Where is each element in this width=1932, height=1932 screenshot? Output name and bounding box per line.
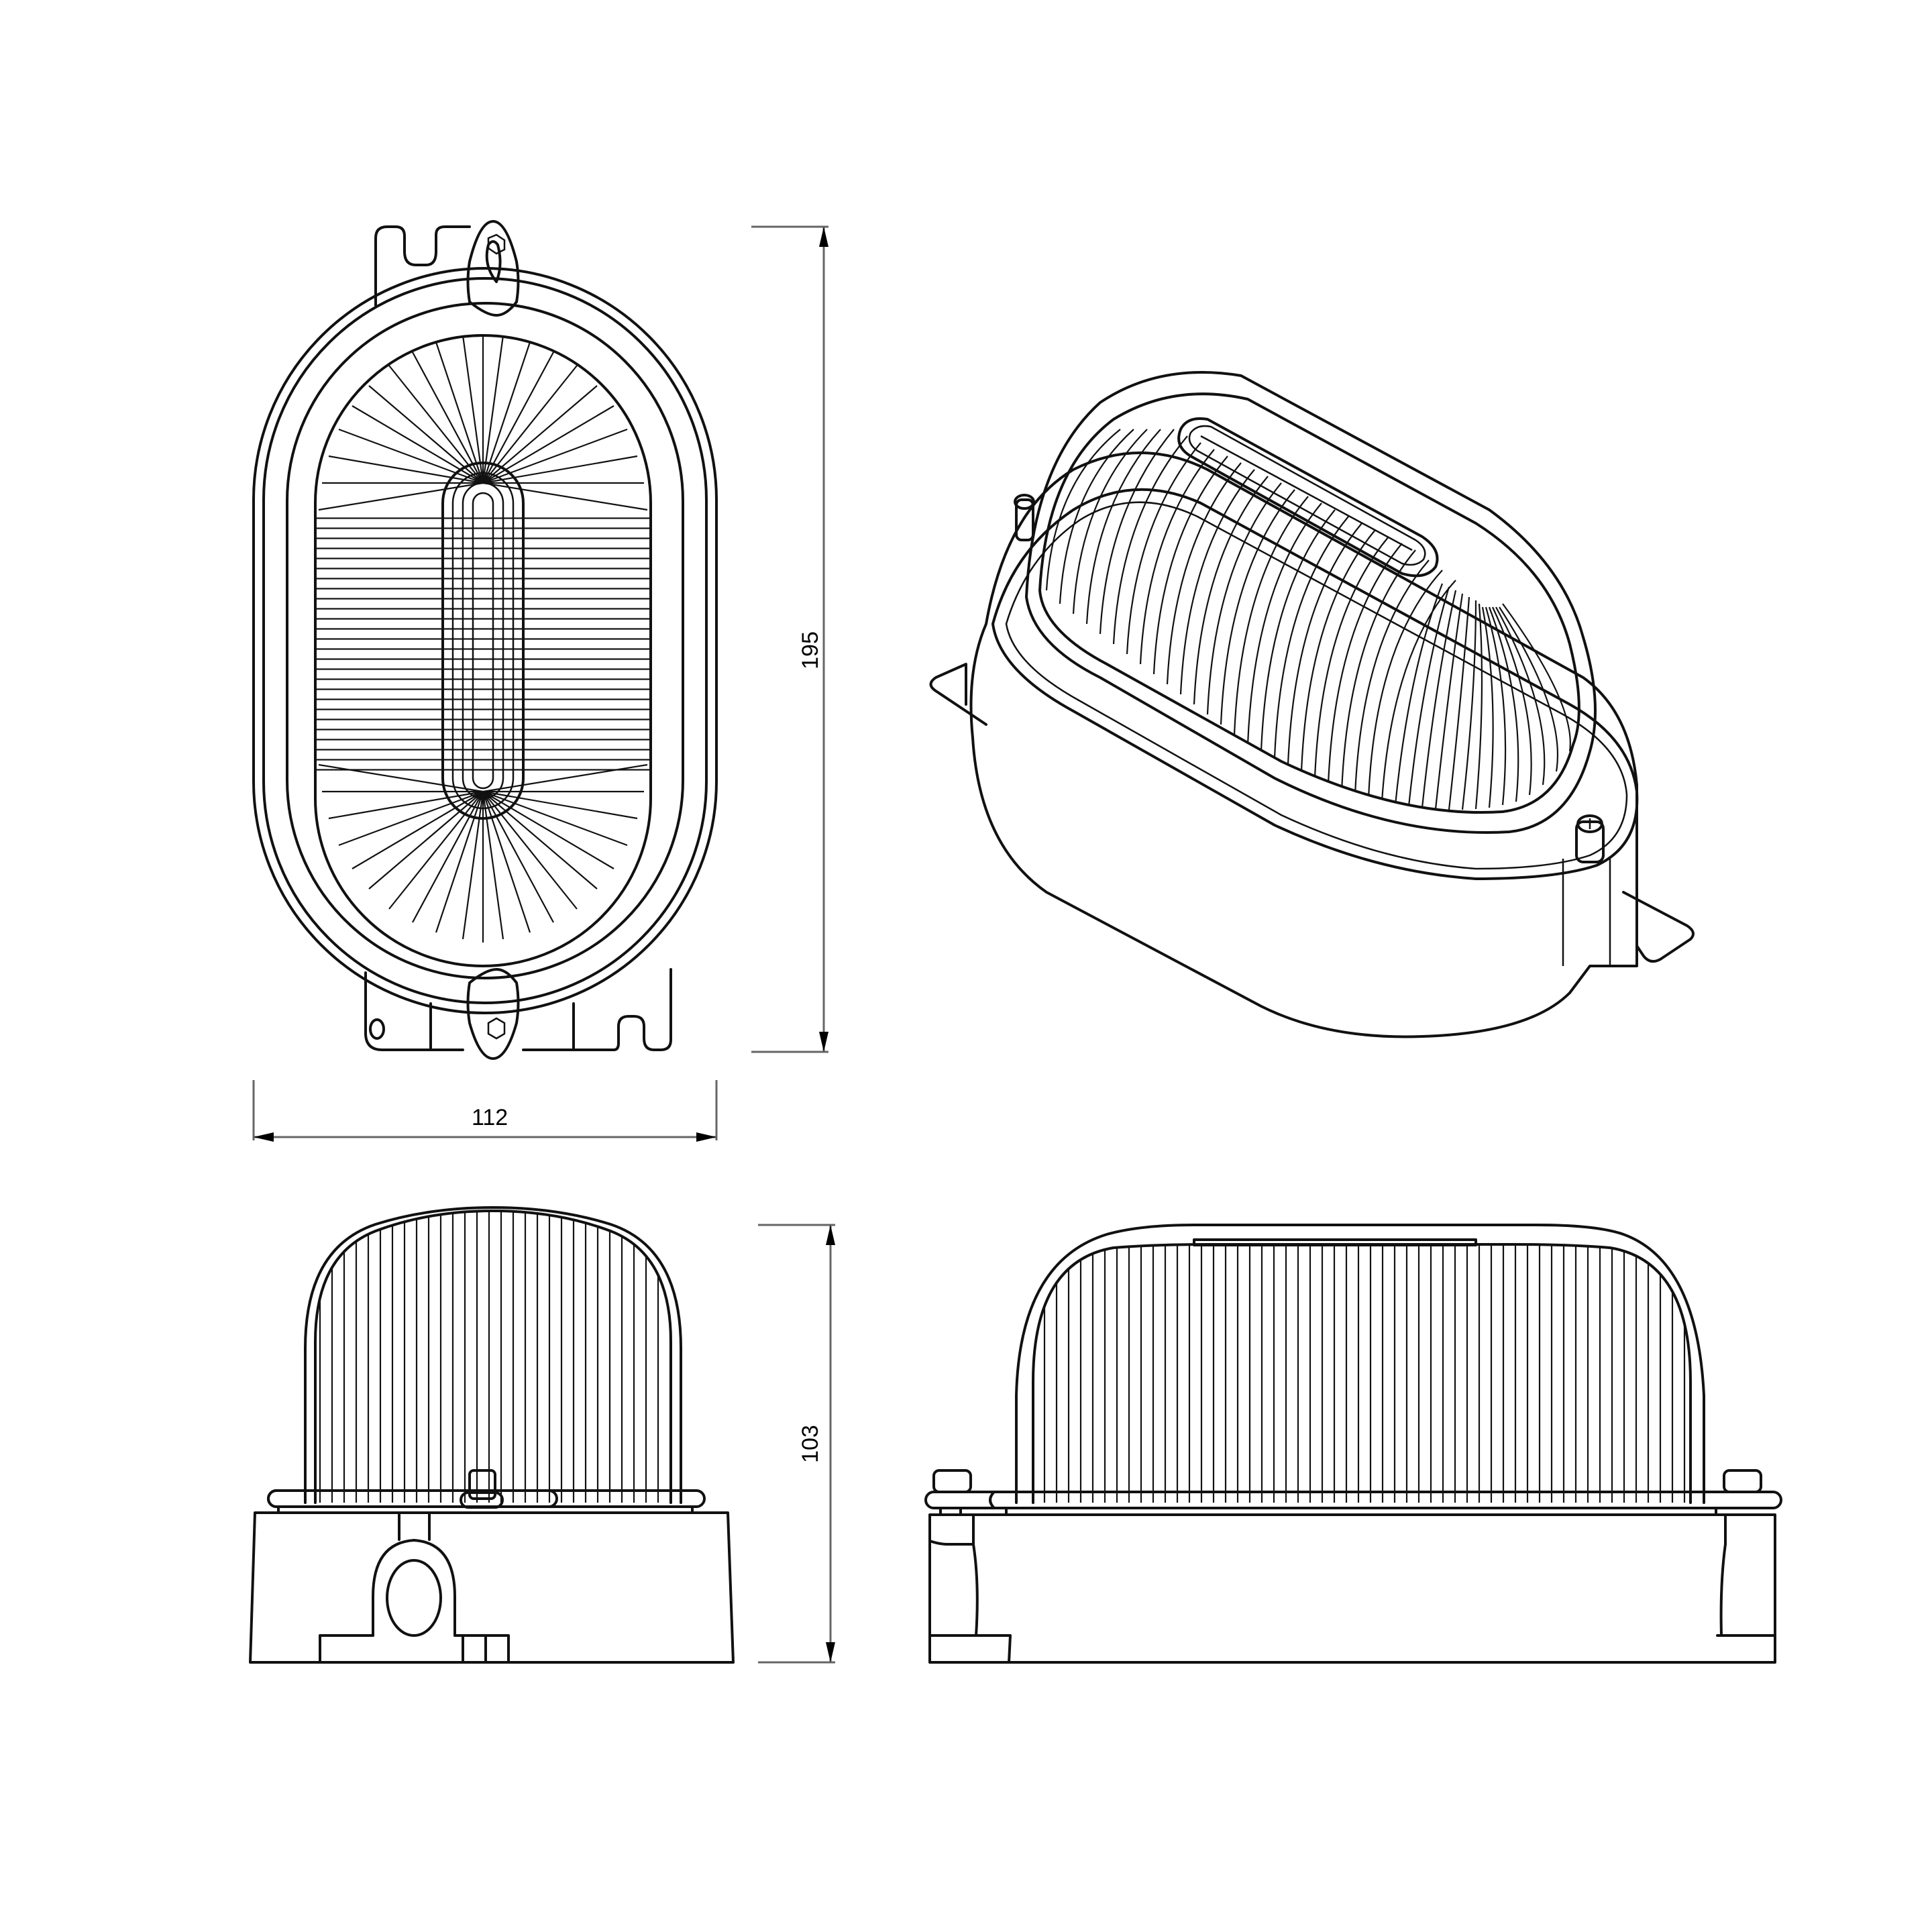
dimension-line-height <box>758 1224 835 1664</box>
arrow-up-icon <box>826 1225 835 1245</box>
side-screw-left <box>932 1469 972 1493</box>
iso-screw-left <box>1014 494 1035 541</box>
housing-ring-3 <box>286 302 684 979</box>
iso-screw-right <box>1575 814 1605 863</box>
hex-screw-top <box>487 233 506 255</box>
mounting-hole <box>369 1018 385 1040</box>
front-dome-outer <box>304 1206 682 1504</box>
arrow-down-icon <box>819 1032 828 1052</box>
arrow-right-icon <box>696 1132 716 1142</box>
hex-screw-bottom <box>487 1017 506 1040</box>
side-dome-outer <box>1015 1224 1705 1504</box>
housing-ring-2 <box>262 277 708 1004</box>
side-view <box>924 1224 1782 1664</box>
fixing-eye-bottom <box>466 968 520 1060</box>
dimension-label-width: 112 <box>472 1105 508 1130</box>
iso-ribs <box>1045 429 1571 810</box>
mounting-bracket-top <box>374 225 471 307</box>
dimension-line-length <box>751 225 828 1053</box>
dimension-line-width <box>252 1080 718 1142</box>
side-base-housing <box>928 1513 1776 1664</box>
front-view <box>249 1206 735 1664</box>
iso-rim-1 <box>991 488 1639 880</box>
iso-dome-lozenge <box>1177 417 1439 578</box>
dimension-label-length: 195 <box>797 631 823 669</box>
iso-glass-dome <box>1038 392 1580 814</box>
side-screw-right <box>1723 1469 1762 1493</box>
housing-outer-ring <box>252 267 718 1014</box>
dimension-label-height: 103 <box>797 1425 823 1463</box>
fixing-eye-top <box>466 220 520 317</box>
dome-center-lozenge <box>441 462 525 820</box>
iso-tab-left <box>929 663 987 726</box>
arrow-down-icon <box>826 1642 835 1662</box>
glass-dome-outline <box>314 334 652 967</box>
side-top-strip <box>1193 1238 1477 1246</box>
front-cable-boss <box>398 1511 431 1541</box>
top-view <box>252 220 718 1060</box>
mounting-bracket-bottom <box>364 971 464 1051</box>
arrow-left-icon <box>254 1132 274 1142</box>
front-cable-entry-hole <box>386 1559 442 1637</box>
iso-base-housing <box>969 451 1638 1038</box>
radial-ribs-top <box>318 335 648 943</box>
side-rim <box>924 1491 1782 1509</box>
front-base-housing <box>249 1511 735 1664</box>
front-screw-boss <box>468 1469 496 1500</box>
arrow-up-icon <box>819 227 828 247</box>
isometric-view <box>929 371 1695 1038</box>
iso-dome-frame <box>1025 371 1597 834</box>
iso-tab-right <box>1622 891 1695 963</box>
